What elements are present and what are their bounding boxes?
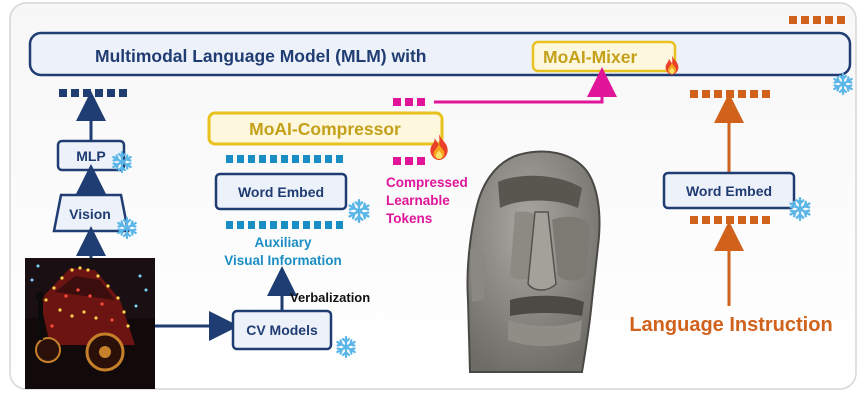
instruction-tokens-bottom (690, 216, 770, 224)
language-instruction-label: Language Instruction (629, 314, 832, 336)
word-embed-aux-label: Word Embed (238, 184, 324, 200)
mlm-block: Multimodal Language Model (MLM) with MoA… (28, 31, 853, 96)
moai-compressor-block: MoAI-Compressor (207, 111, 448, 160)
aux-tokens-top (226, 155, 343, 163)
mlp-label: MLP (76, 148, 106, 164)
compressed-tokens-top (393, 98, 425, 106)
aux-info-line-1: Auxiliary (254, 235, 312, 250)
output-tokens (789, 16, 845, 24)
aux-tokens-bottom (226, 221, 343, 229)
compressed-label-line-3: Tokens (386, 211, 432, 226)
instruction-tokens-top (690, 90, 770, 98)
moai-mixer-label: MoAI-Mixer (543, 47, 638, 67)
outer-frame (9, 2, 857, 390)
vision-encoder: Vision (52, 193, 137, 240)
word-embed-instruction-label: Word Embed (686, 183, 772, 199)
aux-info-line-2: Visual Information (224, 253, 342, 268)
compressed-label-line-2: Learnable (386, 193, 450, 208)
vision-label: Vision (69, 206, 111, 222)
moai-statue-icon (466, 150, 601, 373)
word-embed-instruction-block: Word Embed (662, 171, 811, 222)
compressed-label-line-1: Compressed (386, 175, 468, 190)
arrow-compressed-to-mixer (434, 67, 617, 104)
holiday-car-photo (25, 258, 155, 389)
mlm-title: Multimodal Language Model (MLM) with (95, 46, 427, 66)
mlp-block: MLP (56, 139, 132, 174)
cv-models-label: CV Models (246, 322, 318, 338)
verbalization-label: Verbalization (290, 290, 370, 305)
compressed-tokens-bottom (393, 157, 425, 165)
cv-models-block: CV Models (231, 309, 356, 359)
word-embed-aux-block: Word Embed (214, 172, 370, 224)
moai-compressor-label: MoAI-Compressor (249, 119, 401, 139)
